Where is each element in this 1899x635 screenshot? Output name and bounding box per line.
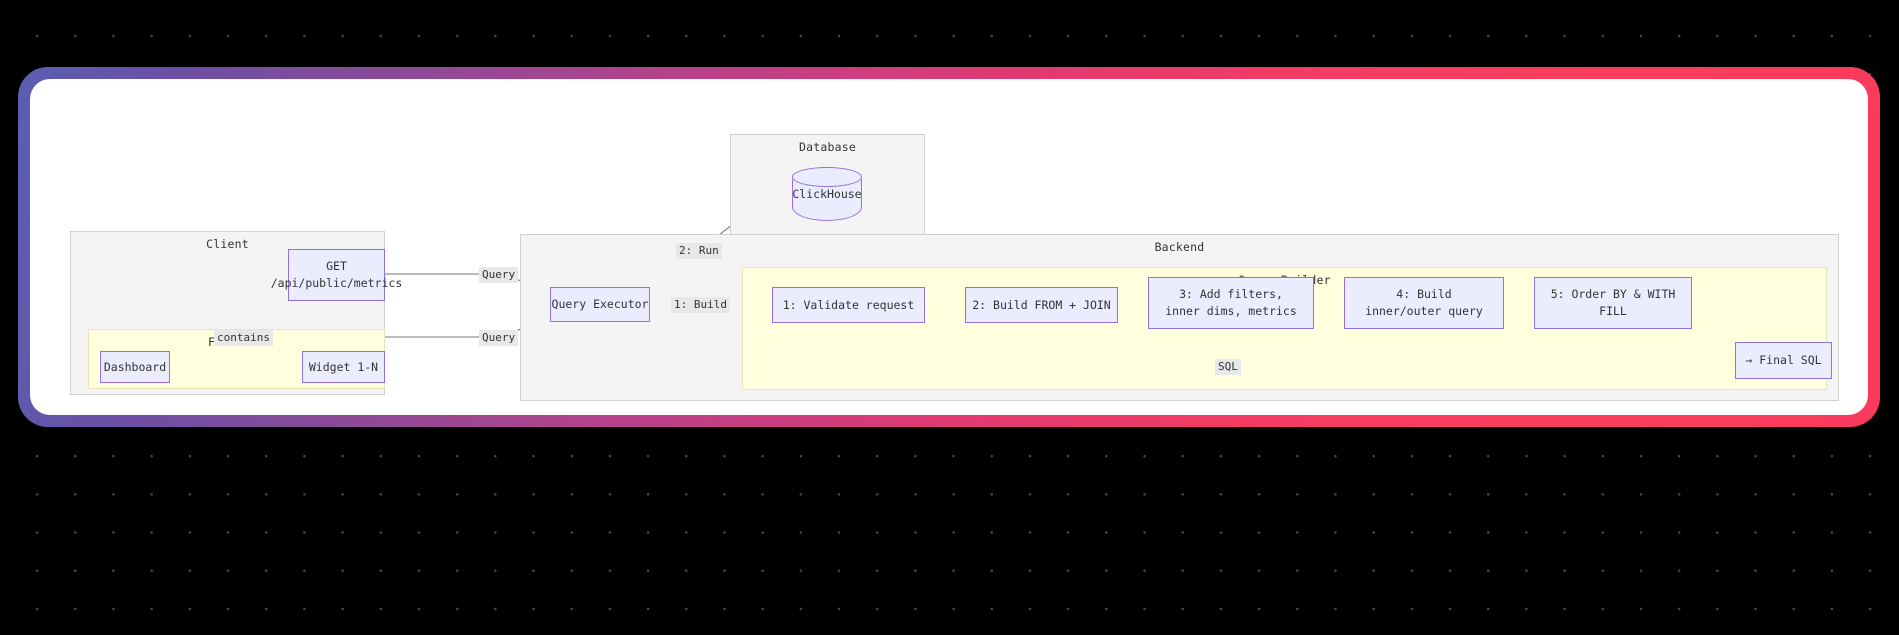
- node-step-4-line1: 4: Build: [1396, 287, 1452, 302]
- group-backend-title: Backend: [1154, 240, 1205, 254]
- node-final-sql[interactable]: → Final SQL: [1735, 342, 1832, 379]
- node-dashboard[interactable]: Dashboard: [100, 351, 170, 383]
- node-step-1[interactable]: 1: Validate request: [772, 287, 925, 323]
- edge-label-query-top: Query: [479, 267, 519, 283]
- node-get-endpoint-path: /api/public/metrics: [270, 276, 403, 290]
- node-widget[interactable]: Widget 1-N: [302, 351, 385, 383]
- node-step-4[interactable]: 4: Build inner/outer query: [1344, 277, 1504, 329]
- node-clickhouse-label: ClickHouse: [792, 187, 862, 201]
- node-get-endpoint[interactable]: GET /api/public/metrics: [271, 249, 402, 301]
- node-step-5-line1: 5: Order BY & WITH: [1550, 287, 1676, 302]
- edge-label-query-bottom: Query: [479, 330, 519, 346]
- group-client-title: Client: [206, 237, 249, 251]
- node-step-4-line2: inner/outer query: [1365, 304, 1483, 318]
- edge-label-query-bottom-text: Query: [482, 331, 516, 344]
- node-step-1-label: 1: Validate request: [782, 297, 915, 312]
- node-step-3-line1: 3: Add filters,: [1179, 287, 1283, 302]
- node-final-sql-label: → Final SQL: [1745, 353, 1822, 368]
- edge-label-sql: SQL: [1215, 359, 1241, 375]
- node-clickhouse[interactable]: ClickHouse: [792, 167, 862, 221]
- edge-label-query-top-text: Query: [482, 268, 516, 281]
- gradient-window-frame: Client GET /api/public/metrics Frontend …: [18, 67, 1880, 427]
- node-widget-label: Widget 1-N: [308, 359, 379, 374]
- edge-label-run: 2: Run: [676, 243, 722, 259]
- diagram-canvas: Client GET /api/public/metrics Frontend …: [30, 79, 1868, 415]
- window-content-area: Client GET /api/public/metrics Frontend …: [30, 79, 1868, 415]
- node-step-2[interactable]: 2: Build FROM + JOIN: [965, 287, 1118, 323]
- edge-label-build-text: 1: Build: [674, 298, 727, 311]
- edge-label-contains-text: contains: [217, 331, 270, 344]
- node-query-executor[interactable]: Query Executor: [550, 287, 650, 322]
- node-get-endpoint-method: GET: [326, 259, 347, 274]
- edge-label-run-text: 2: Run: [679, 244, 719, 257]
- node-step-3-line2: inner dims, metrics: [1165, 304, 1297, 318]
- edge-label-build: 1: Build: [671, 297, 730, 313]
- node-step-5-line2: FILL: [1599, 304, 1627, 318]
- node-step-5[interactable]: 5: Order BY & WITH FILL: [1534, 277, 1692, 329]
- node-query-executor-label: Query Executor: [551, 297, 649, 312]
- node-step-3[interactable]: 3: Add filters, inner dims, metrics: [1148, 277, 1314, 329]
- edge-label-sql-text: SQL: [1218, 360, 1238, 373]
- edge-label-contains: contains: [214, 330, 273, 346]
- node-step-2-label: 2: Build FROM + JOIN: [972, 297, 1111, 312]
- group-database-title: Database: [799, 140, 856, 154]
- node-dashboard-label: Dashboard: [103, 359, 167, 374]
